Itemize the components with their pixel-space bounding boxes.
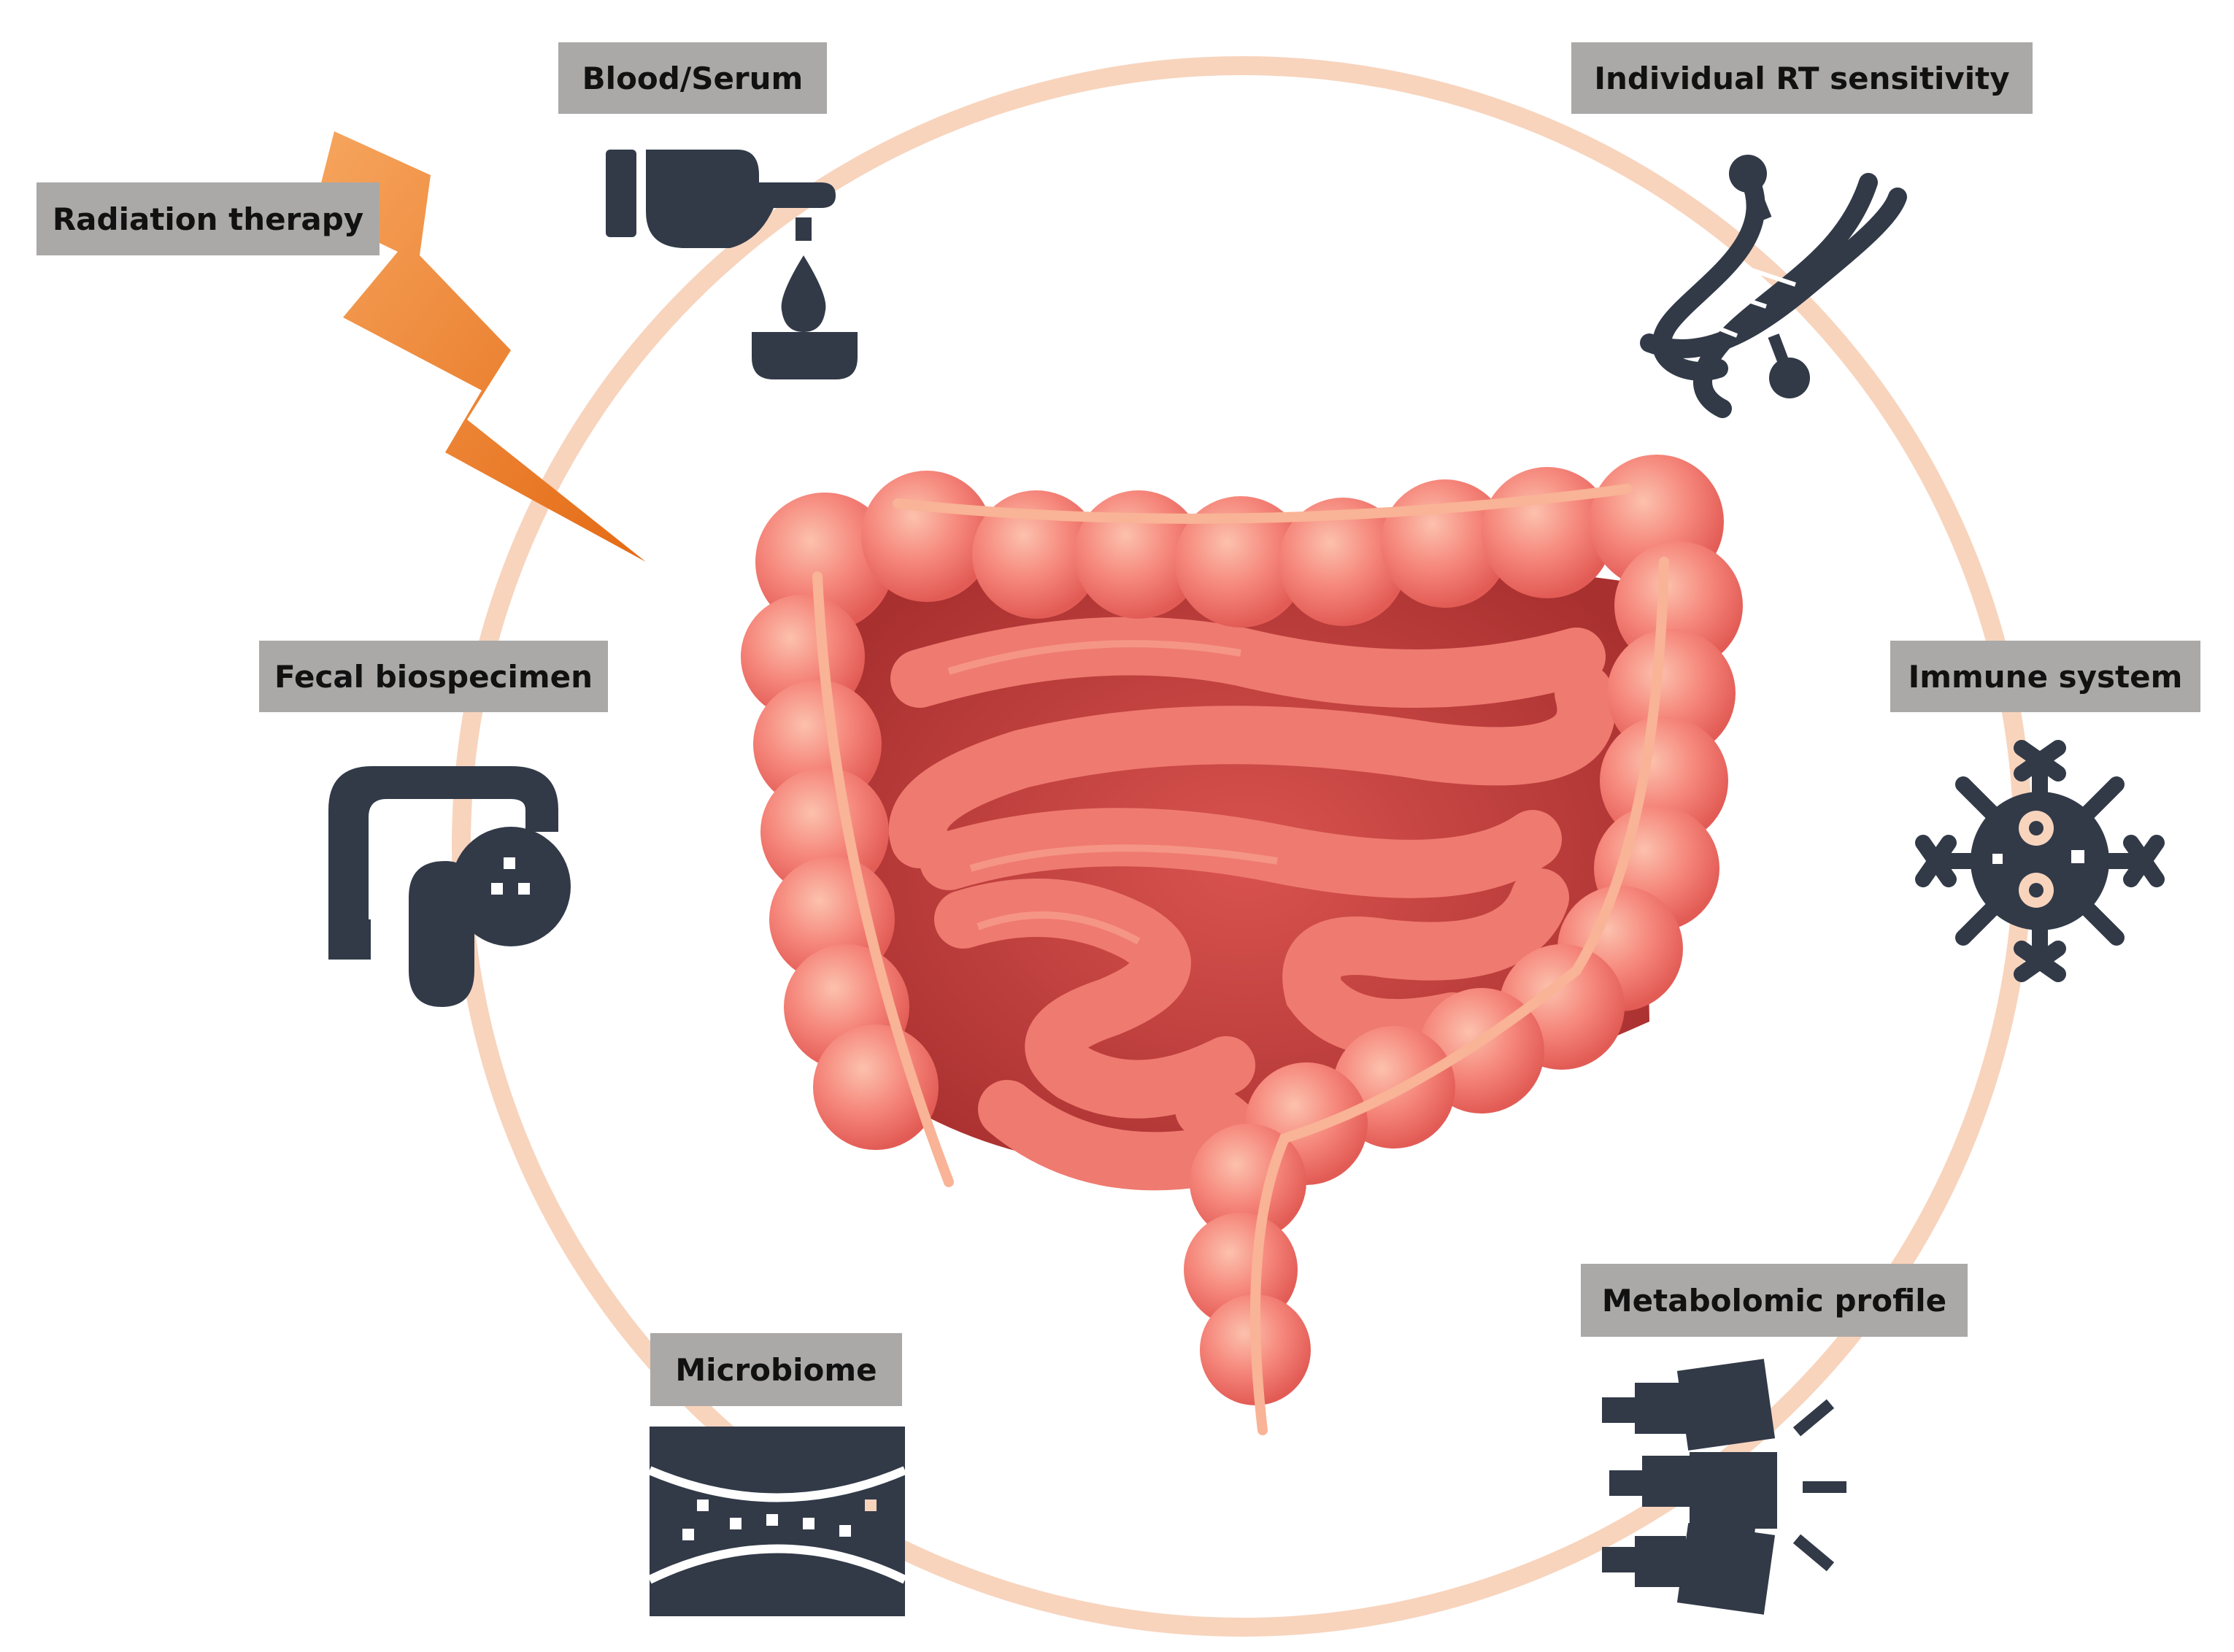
immune-cell-icon [1915, 740, 2165, 982]
lightning-bolt-icon [314, 131, 646, 562]
rectum [1184, 1124, 1311, 1405]
label-immune-system: Immune system [1890, 641, 2200, 712]
label-microbiome: Microbiome [650, 1333, 902, 1406]
label-blood-serum: Blood/Serum [558, 42, 827, 114]
blood-drop-finger-icon [606, 150, 858, 379]
label-individual-rt-sensitivity: Individual RT sensitivity [1571, 42, 2033, 114]
gut-lumen-microbiome-icon [647, 1427, 907, 1616]
metabolite-cylinders-icon [1602, 1359, 1846, 1615]
label-radiation-therapy: Radiation therapy [36, 182, 380, 255]
colon-stool-icon [328, 766, 571, 1007]
dna-helix-icon [1640, 155, 1907, 418]
label-metabolomic-profile: Metabolomic profile [1581, 1264, 1968, 1337]
label-fecal-biospecimen: Fecal biospecimen [259, 641, 608, 712]
intestine-illustration [741, 455, 1743, 1435]
